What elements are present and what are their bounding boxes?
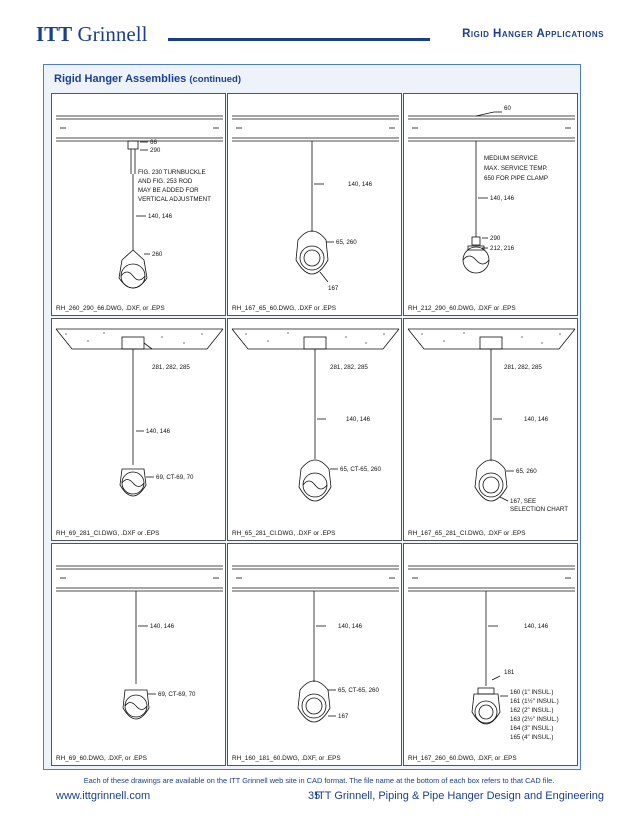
drawing-rh-167-65-60: 140, 146 65, 260 167 RH_167_65_60.DWG, .… xyxy=(232,115,399,312)
callout: 167 xyxy=(338,713,349,720)
drawing-rh-69-281-ci: 281, 282, 285 140, 146 69, CT-69, 70 RH_… xyxy=(55,328,224,537)
drawing-rh-167-65-281-ci: 281, 282, 285 140, 146 65, 260 167, SEE … xyxy=(407,328,576,537)
panel-title: Rigid Hanger Assemblies (continued) xyxy=(54,73,241,85)
callout: 140, 146 xyxy=(524,623,549,630)
drawing-filename: RH_160_181_60.DWG, .DXF, or .EPS xyxy=(232,755,341,762)
callout: VERTICAL ADJUSTMENT xyxy=(138,196,211,203)
callout: SELECTION CHART xyxy=(510,506,568,513)
callout: 140, 146 xyxy=(346,416,371,423)
callout: 140, 146 xyxy=(146,428,171,435)
callout: MEDIUM SERVICE xyxy=(484,155,538,162)
callout: 140, 146 xyxy=(490,195,515,202)
panel-title-suffix: (continued) xyxy=(189,74,242,85)
drawing-rh-69-60: 140, 146 69, CT-69, 70 RH_69_60.DWG, .DX… xyxy=(56,565,223,762)
drawing-filename: RH_69_281_CI.DWG, .DXF or .EPS xyxy=(56,530,159,537)
drawing-rh-260-290-66: 66 290 FIG. 230 TURNBUCKLE AND FIG. 253 … xyxy=(56,115,223,312)
page-number: 35 xyxy=(308,790,321,802)
callout: 140, 146 xyxy=(148,213,173,220)
drawing-rh-167-260-60: 140, 146 181 160 (1" INSUL.) 161 (1½" IN… xyxy=(408,565,575,762)
callout: 65, CT-65, 260 xyxy=(338,687,379,694)
drawing-filename: RH_69_60.DWG, .DXF, or .EPS xyxy=(56,755,147,762)
publication-title: ITT Grinnell, Piping & Pipe Hanger Desig… xyxy=(314,790,604,802)
drawing-filename: RH_167_260_60.DWG, .DXF, or .EPS xyxy=(408,755,517,762)
callout: 281, 282, 285 xyxy=(330,364,368,371)
callout: 140, 146 xyxy=(338,623,363,630)
callout: 65, CT-65, 260 xyxy=(340,466,381,473)
callout: 160 (1" INSUL.) xyxy=(510,689,553,696)
drawing-cell-9: 140, 146 181 160 (1" INSUL.) 161 (1½" IN… xyxy=(403,543,578,766)
drawing-filename: RH_65_281_CI.DWG, .DXF or .EPS xyxy=(232,530,335,537)
drawing-rh-212-290-60: 60 MEDIUM SERVICE MAX. SERVICE TEMP. 650… xyxy=(408,105,575,312)
drawing-cell-2: 140, 146 65, 260 167 RH_167_65_60.DWG, .… xyxy=(227,93,402,316)
assemblies-panel: Rigid Hanger Assemblies (continued) xyxy=(43,64,581,770)
callout: 66 xyxy=(150,139,157,146)
cad-footnote: Each of these drawings are available on … xyxy=(83,776,555,785)
drawing-filename: RH_212_290_60.DWG, .DXF or .EPS xyxy=(408,305,516,312)
callout: 260 xyxy=(152,251,163,258)
callout: 167 xyxy=(328,285,339,292)
callout: 281, 282, 285 xyxy=(504,364,542,371)
callout: 69, CT-69, 70 xyxy=(156,474,194,481)
brand-bold: ITT xyxy=(36,22,73,46)
panel-title-text: Rigid Hanger Assemblies xyxy=(54,73,187,85)
callout: 290 xyxy=(150,147,161,154)
callout: AND FIG. 253 ROD xyxy=(138,178,193,185)
callout: 165 (4" INSUL.) xyxy=(510,734,553,741)
brand-rest: Grinnell xyxy=(77,22,148,46)
drawing-cell-3: 60 MEDIUM SERVICE MAX. SERVICE TEMP. 650… xyxy=(403,93,578,316)
callout: 65, 260 xyxy=(336,239,357,246)
drawing-filename: RH_167_65_60.DWG, .DXF or .EPS xyxy=(232,305,336,312)
brand-logo: ITT Grinnell xyxy=(36,22,147,47)
callout: FIG. 230 TURNBUCKLE xyxy=(138,169,206,176)
callout: MAY BE ADDED FOR xyxy=(138,187,199,194)
drawing-grid: 66 290 FIG. 230 TURNBUCKLE AND FIG. 253 … xyxy=(51,93,578,766)
drawing-rh-65-281-ci: 281, 282, 285 140, 146 65, CT-65, 260 RH… xyxy=(231,328,400,537)
drawing-filename: RH_260_290_66.DWG, .DXF, or .EPS xyxy=(56,305,165,312)
section-title: Rigid Hanger Applications xyxy=(462,28,604,40)
callout: MAX. SERVICE TEMP. xyxy=(484,165,548,172)
callout: 164 (3" INSUL.) xyxy=(510,725,553,732)
callout: 140, 146 xyxy=(150,623,175,630)
drawing-filename: RH_167_65_281_CI.DWG, .DXF or .EPS xyxy=(408,530,526,537)
callout: 69, CT-69, 70 xyxy=(158,691,196,698)
drawing-rh-160-181-60: 140, 146 65, CT-65, 260 167 RH_160_181_6… xyxy=(232,565,399,762)
callout: 65, 260 xyxy=(516,468,537,475)
callout: 140, 146 xyxy=(348,181,373,188)
callout: 167, SEE xyxy=(510,498,536,505)
page-footer: www.ittgrinnell.com 35 ITT Grinnell, Pip… xyxy=(36,790,604,806)
page-header: ITT Grinnell Rigid Hanger Applications xyxy=(36,18,604,50)
drawing-cell-4: 281, 282, 285 140, 146 69, CT-69, 70 RH_… xyxy=(51,318,226,541)
callout: 181 xyxy=(504,669,515,676)
callout: 163 (2½" INSUL.) xyxy=(510,716,559,723)
callout: 650 FOR PIPE CLAMP xyxy=(484,175,548,182)
drawing-cell-1: 66 290 FIG. 230 TURNBUCKLE AND FIG. 253 … xyxy=(51,93,226,316)
callout: 162 (2" INSUL.) xyxy=(510,707,553,714)
callout: 161 (1½" INSUL.) xyxy=(510,698,559,705)
website-link[interactable]: www.ittgrinnell.com xyxy=(56,790,151,802)
header-rule xyxy=(168,38,430,41)
drawing-cell-8: 140, 146 65, CT-65, 260 167 RH_160_181_6… xyxy=(227,543,402,766)
callout: 60 xyxy=(504,105,511,112)
drawing-cell-7: 140, 146 69, CT-69, 70 RH_69_60.DWG, .DX… xyxy=(51,543,226,766)
callout: 290 xyxy=(490,235,501,242)
callout: 281, 282, 285 xyxy=(152,364,190,371)
drawing-cell-6: 281, 282, 285 140, 146 65, 260 167, SEE … xyxy=(403,318,578,541)
drawing-cell-5: 281, 282, 285 140, 146 65, CT-65, 260 RH… xyxy=(227,318,402,541)
callout: 212, 216 xyxy=(490,245,515,252)
callout: 140, 146 xyxy=(524,416,549,423)
